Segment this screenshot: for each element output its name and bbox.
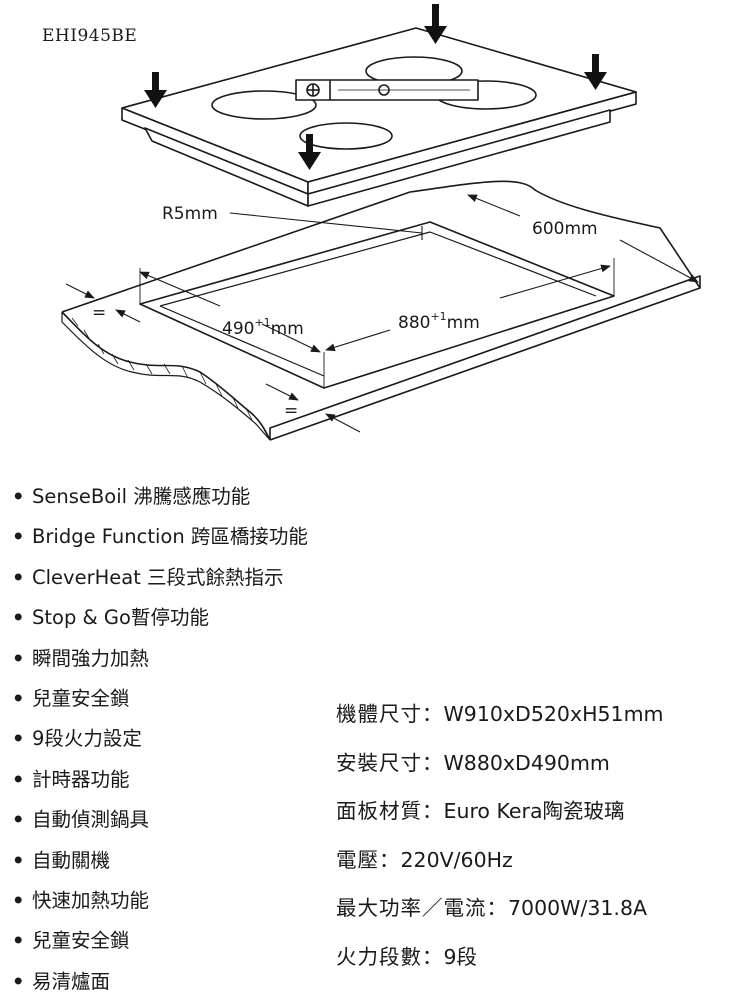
cooking-zone-left: [211, 90, 317, 120]
feature-item: • 快速加熱功能: [12, 884, 308, 924]
down-arrows: [144, 4, 607, 170]
spec-row: 電壓：220V/60Hz: [336, 839, 664, 888]
cutout-width-label: 880+1mm: [398, 310, 480, 333]
bullet-icon: •: [12, 686, 25, 710]
spec-row: 機體尺寸：W910xD520xH51mm: [336, 693, 664, 742]
spec-label: 最大功率／電流：: [336, 896, 508, 921]
feature-item: • Stop & Go暫停功能: [12, 601, 308, 641]
feature-item: • 自動偵測鍋具: [12, 803, 308, 843]
hob-unit: [121, 27, 637, 207]
bullet-icon: •: [12, 727, 25, 751]
spec-label: 電壓：: [336, 847, 401, 872]
cutout-depth-label: 490+1mm: [222, 316, 304, 339]
hob-right-edge: [307, 91, 637, 195]
spec-label: 面板材質：: [336, 799, 444, 824]
feature-text: 自動關機: [32, 848, 111, 872]
feature-text: SenseBoil 沸騰感應功能: [32, 485, 251, 508]
feature-text: 快速加熱功能: [32, 888, 150, 912]
feature-text: Bridge Function 跨區橋接功能: [32, 525, 308, 549]
bullet-icon: •: [12, 606, 25, 630]
bullet-icon: •: [12, 888, 25, 912]
spec-row: 火力段數：9段: [336, 936, 664, 985]
feature-item: • SenseBoil 沸騰感應功能: [12, 480, 308, 520]
feature-item: • Bridge Function 跨區橋接功能: [12, 520, 308, 560]
spec-row: 最大功率／電流：7000W/31.8A: [336, 887, 664, 936]
bullet-icon: •: [12, 808, 25, 832]
feature-item: • 9段火力設定: [12, 722, 308, 762]
feature-text: CleverHeat 三段式餘熱指示: [32, 565, 284, 589]
feature-text: 兒童安全鎖: [32, 929, 130, 953]
spec-row: 安裝尺寸：W880xD490mm: [336, 742, 664, 791]
down-arrow-icon: [144, 72, 167, 108]
bullet-icon: •: [12, 565, 25, 589]
feature-list: • SenseBoil 沸騰感應功能 • Bridge Function 跨區橋接功能…: [12, 480, 308, 1005]
spec-value: 7000W/31.8A: [508, 896, 648, 921]
spec-value: 220V/60Hz: [400, 847, 513, 872]
bullet-icon: •: [12, 646, 25, 670]
bullet-icon: •: [12, 485, 25, 508]
countertop: [61, 180, 701, 441]
bullet-icon: •: [12, 929, 25, 953]
countertop-outline: [61, 180, 701, 441]
dimension-lines: [65, 194, 699, 433]
spec-label: 機體尺寸：: [336, 702, 444, 726]
bullet-icon: •: [12, 767, 25, 791]
spec-value: Euro Kera陶瓷玻璃: [443, 799, 625, 824]
radius-label: R5mm: [162, 204, 218, 224]
feature-item: • 兒童安全鎖: [12, 924, 308, 964]
feature-text: 計時器功能: [32, 767, 130, 791]
bullet-icon: •: [12, 969, 25, 993]
feature-item: • 瞬間強力加熱: [12, 642, 308, 682]
feature-item: • 兒童安全鎖: [12, 682, 308, 722]
depth-label: 600mm: [532, 219, 598, 239]
spec-label: 火力段數：: [336, 944, 444, 969]
feature-item: • 易清爐面: [12, 965, 308, 1005]
feature-text: 瞬間強力加熱: [32, 646, 150, 670]
equal-margin-front-mark: =: [284, 401, 298, 421]
bullet-icon: •: [12, 525, 25, 549]
feature-item: • 計時器功能: [12, 763, 308, 803]
feature-text: 兒童安全鎖: [32, 686, 130, 710]
model-number: EHI945BE: [42, 26, 138, 46]
bullet-icon: •: [12, 848, 25, 872]
feature-item: • CleverHeat 三段式餘熱指示: [12, 561, 308, 601]
down-arrow-icon: [584, 54, 607, 90]
feature-text: 9段火力設定: [32, 727, 142, 751]
hob-lower-body-right: [307, 109, 611, 207]
equal-margin-left-mark: =: [92, 303, 106, 323]
installation-diagram: R5mm 600mm 490+1mm 880+1mm = =: [61, 4, 701, 441]
spec-value: W880xD490mm: [443, 750, 610, 775]
feature-text: 易清爐面: [32, 969, 111, 993]
spec-value: W910xD520xH51mm: [443, 702, 664, 726]
spec-row: 面板材質：Euro Kera陶瓷玻璃: [336, 790, 664, 839]
feature-text: Stop & Go暫停功能: [32, 606, 209, 630]
down-arrow-icon: [424, 4, 447, 44]
cooking-zone-front: [299, 122, 393, 150]
spec-label: 安裝尺寸：: [336, 750, 444, 775]
spec-value: 9段: [443, 944, 478, 969]
down-arrow-icon: [298, 134, 321, 170]
feature-text: 自動偵測鍋具: [32, 808, 150, 832]
feature-item: • 自動關機: [12, 844, 308, 884]
